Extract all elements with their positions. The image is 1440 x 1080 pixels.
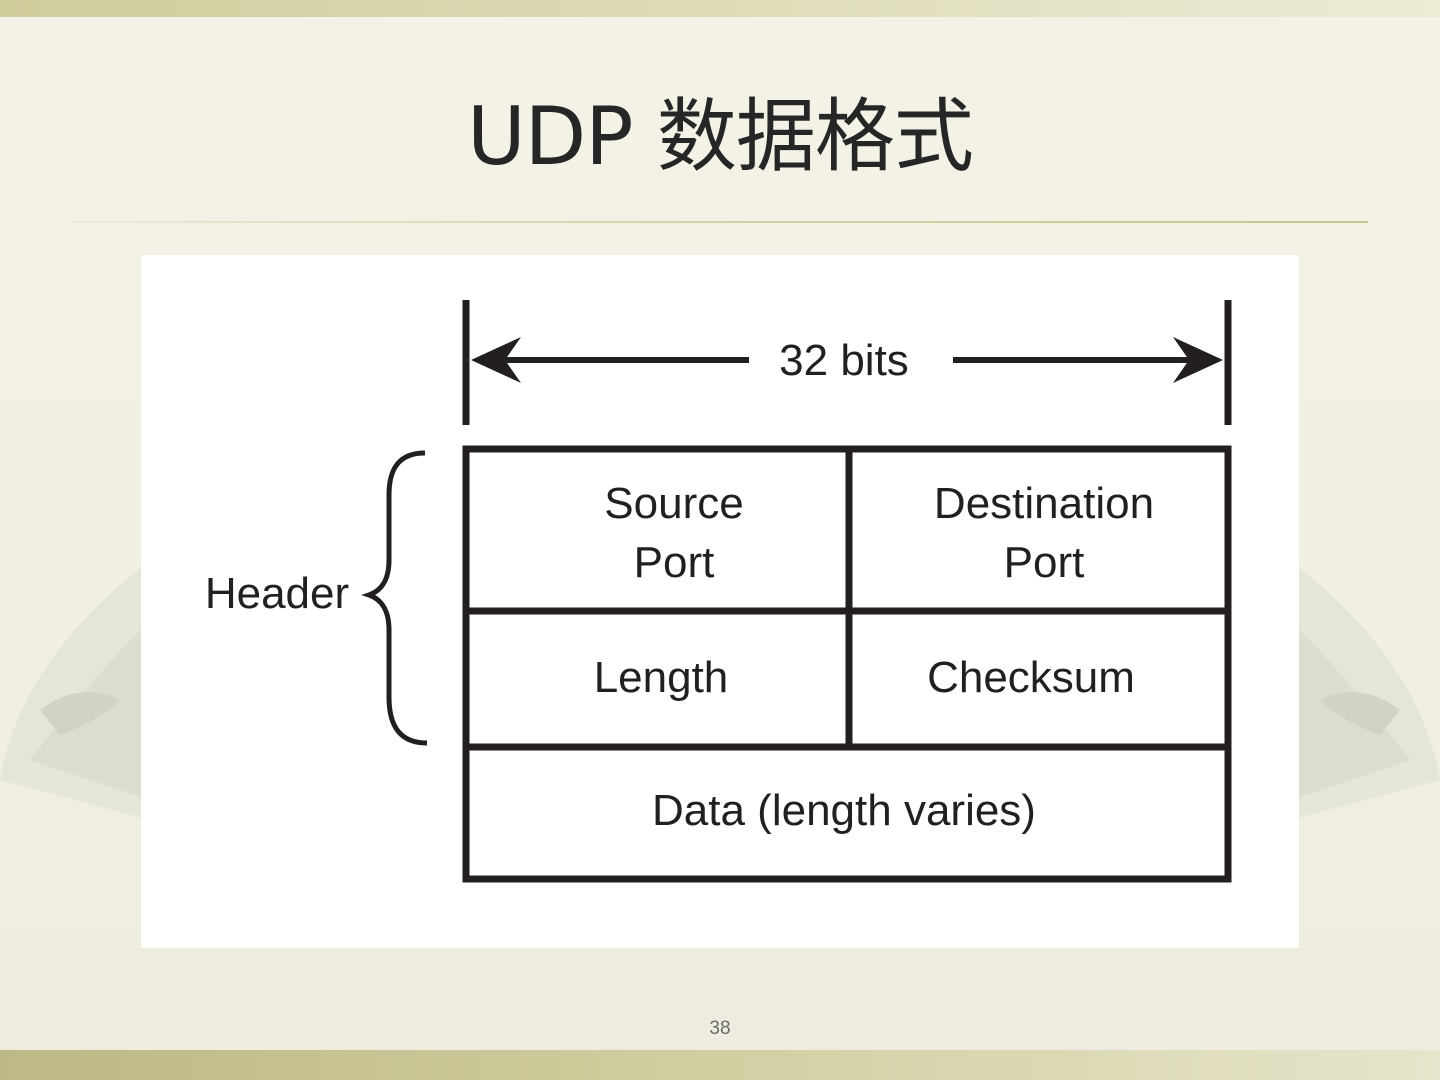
slide-title: UDP 数据格式 [467, 90, 974, 183]
destination-port-label-line2: Port [1004, 538, 1085, 587]
fan-painting-left [0, 560, 150, 820]
destination-port-cell: Destination Port [934, 479, 1154, 587]
arrow-left-icon [471, 337, 521, 383]
width-label: 32 bits [779, 336, 909, 385]
source-port-label-line1: Source [604, 479, 743, 528]
source-port-label-line2: Port [634, 538, 715, 587]
checksum-label: Checksum [927, 653, 1135, 702]
arrow-right-icon [1173, 337, 1223, 383]
curly-brace-icon [361, 450, 428, 746]
header-label: Header [205, 569, 349, 618]
fan-painting-right [1290, 560, 1440, 820]
bottom-decor-band [0, 1050, 1440, 1080]
title-divider [72, 221, 1368, 223]
destination-port-label-line1: Destination [934, 479, 1154, 528]
page-number: 38 [709, 1018, 731, 1039]
source-port-cell: Source Port [604, 479, 743, 587]
length-label: Length [594, 653, 729, 702]
data-label: Data (length varies) [652, 786, 1036, 835]
udp-header-diagram: 32 bits Header Source Port Destination P… [205, 300, 1232, 883]
diagram-panel: 32 bits Header Source Port Destination P… [141, 255, 1299, 948]
top-decor-band [0, 0, 1440, 17]
